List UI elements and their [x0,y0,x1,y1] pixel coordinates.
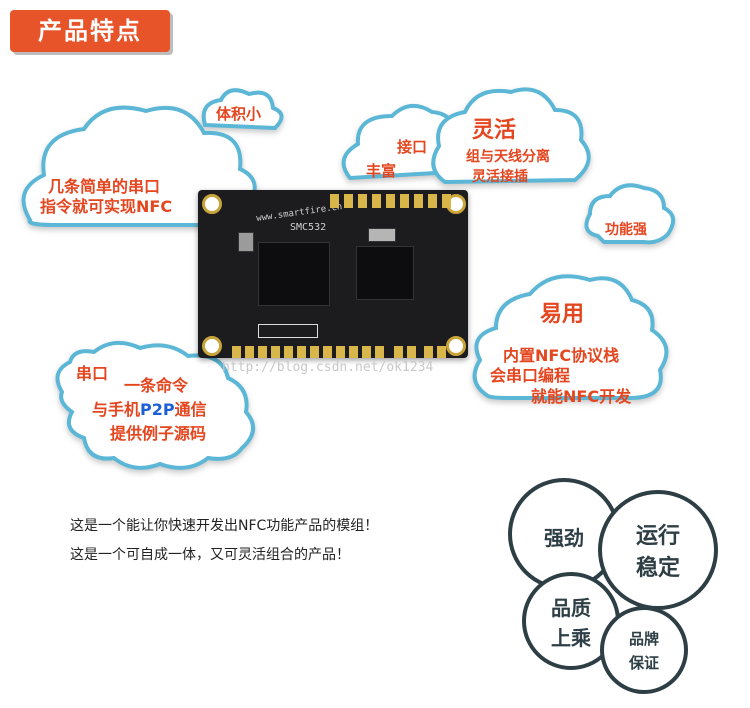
mount-hole-bottom-left [202,336,222,356]
serial-line3: 提供例子源码 [110,424,207,443]
mount-hole-top-left [202,194,222,214]
mount-hole-bottom-right [446,336,466,356]
title-tab: 产品特点 [10,10,170,52]
flexible-line2: 灵活接插 [472,169,528,185]
crystal [238,232,254,252]
serial-line2-highlight: P2P [140,400,175,419]
badge-strong-text: 强劲 [544,526,584,550]
serial-line2-post: 通信 [174,400,207,419]
watermark: http://blog.csdn.net/ok1234 [222,360,434,375]
badge-stable: 运行 稳定 [598,490,718,610]
badge-brand-line2: 保证 [628,654,659,672]
easy-line3: 就能NFC开发 [531,387,632,406]
size-label: 体积小 [216,105,262,123]
easy-title: 易用 [540,302,585,327]
left-main-line2: 指令就可实现NFC [40,197,173,216]
badge-quality-line1: 品质 [551,596,591,620]
serial-line2-pre: 与手机 [92,400,141,419]
page-title: 产品特点 [38,17,142,45]
badge-brand-line1: 品牌 [628,630,659,648]
cloud-size [201,88,284,131]
badge-stable-line1: 运行 [635,524,680,549]
main-chip [258,242,330,306]
serial-line2: 与手机P2P通信 [92,396,207,420]
cloud-flexible [431,87,591,185]
description-line1: 这是一个能让你快速开发出NFC功能产品的模组！ [70,518,379,534]
badge-brand: 品牌 保证 [600,606,688,694]
flexible-line1: 组与天线分离 [466,149,550,165]
serial-line1: 一条命令 [124,376,189,395]
left-main-line1: 几条简单的串口 [48,177,161,196]
description-line2: 这是一个可自成一体，又可灵活组合的产品！ [70,547,350,563]
easy-line1: 内置NFC协议栈 [503,346,620,365]
board-model: SMC532 [290,222,327,233]
badge-quality-line2: 上乘 [551,626,591,650]
badge-stable-line2: 稳定 [635,556,680,581]
crystal-2 [368,228,396,242]
cloud-easy [472,274,669,400]
top-header-pins [330,184,451,208]
nfc-module-board: www.smartfire.cn SMC532 [198,190,468,358]
interface-line2: 丰富 [366,162,397,180]
label-box [258,324,318,338]
flexible-title: 灵活 [472,118,517,143]
interface-line1: 接口 [397,138,428,156]
easy-line2: 会串口编程 [490,366,571,385]
serial-label: 串口 [76,364,109,383]
cloud-serial [55,340,255,470]
nfc-chip [356,246,414,300]
powerful-label: 功能强 [605,222,647,238]
cloud-powerful [584,183,676,245]
